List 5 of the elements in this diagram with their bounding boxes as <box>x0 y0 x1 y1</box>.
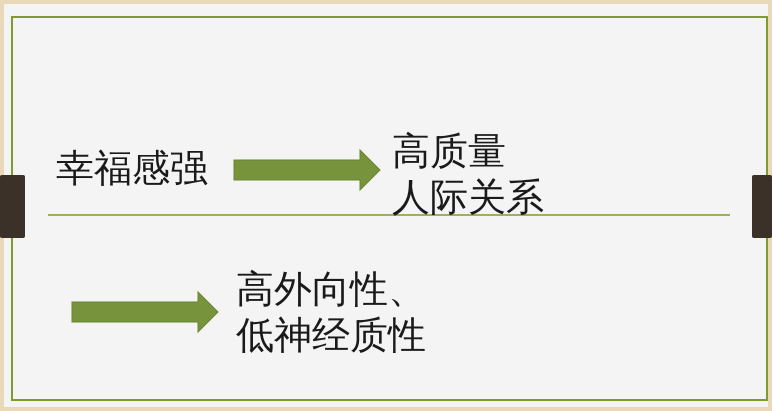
text-label: 幸福感强 <box>50 145 234 195</box>
text-label: 高外向性、低神经质性 <box>218 266 440 362</box>
text-label: 高质量人际关系 <box>380 128 556 224</box>
block-arrow <box>234 148 381 192</box>
block-arrow <box>72 290 219 334</box>
